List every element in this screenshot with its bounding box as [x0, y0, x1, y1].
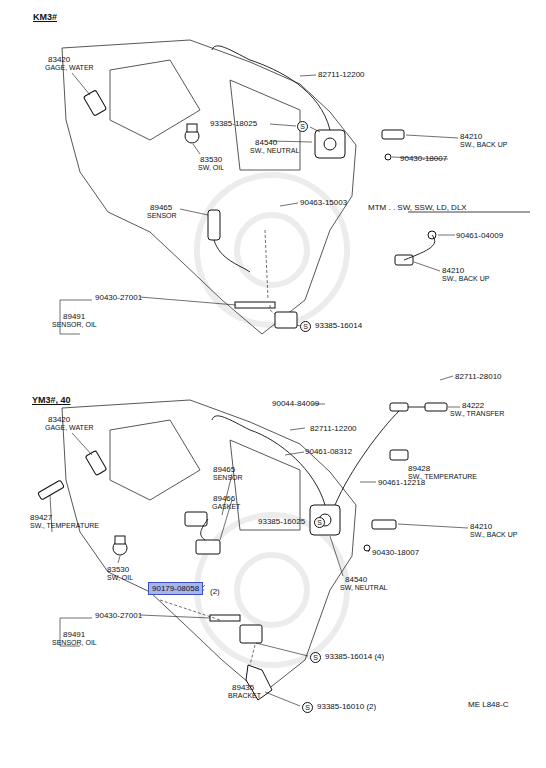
part-name: SENSOR: [147, 212, 177, 220]
part-number: 90430-18007: [400, 154, 447, 163]
part-name: SW., TEMPERATURE: [30, 522, 99, 530]
part-name: GAGE, WATER: [45, 424, 94, 432]
part-name: SW., BACK UP: [442, 275, 489, 283]
engine-outline: [62, 40, 356, 694]
part-number: 83420: [48, 55, 70, 64]
part-number: 84222: [462, 401, 484, 410]
part-number: 82711-12200: [310, 424, 357, 433]
part-number: 90461-12218: [378, 478, 425, 487]
sensor-parts: [38, 90, 447, 700]
grade-note: MTM . . SW, SSW, LD, DLX: [368, 203, 467, 212]
model-heading: YM3#, 40: [32, 396, 71, 405]
part-name: SW, OIL: [107, 574, 133, 582]
part-number: 93385-16010 (2): [317, 702, 376, 711]
part-number: 89427: [30, 513, 52, 522]
symbol-s: S: [300, 321, 311, 332]
part-number: 84210: [460, 132, 482, 141]
part-name: BRACKET: [228, 692, 261, 700]
highlighted-part-number: 90179-08058: [148, 582, 203, 595]
part-number: 90044-84009: [272, 399, 319, 408]
part-number: 84540: [345, 575, 367, 584]
symbol-s: S: [302, 702, 313, 713]
part-number: 83530: [200, 155, 222, 164]
part-name: GASKET: [212, 503, 240, 511]
part-number: 90430-27001: [95, 293, 142, 302]
part-name: SW, NEUTRAL: [340, 584, 387, 592]
part-number: 84540: [255, 138, 277, 147]
part-number: 90430-27001: [95, 611, 142, 620]
part-number: 90461-08312: [305, 447, 352, 456]
part-name: SW., NEUTRAL: [250, 147, 299, 155]
wires: [201, 46, 435, 540]
part-number: 89491: [63, 312, 85, 321]
part-number: 93385-16014 (4): [325, 652, 384, 661]
part-number: 89491: [63, 630, 85, 639]
model-heading: KM3#: [33, 13, 57, 22]
part-name: SENSOR, OIL: [52, 639, 97, 647]
quantity: (2): [210, 587, 220, 596]
part-name: SENSOR: [213, 474, 243, 482]
symbol-s: S: [310, 652, 321, 663]
part-number: 93385-18025: [210, 119, 257, 128]
part-number: 84210: [470, 522, 492, 531]
drawing-code: ME L848-C: [468, 700, 508, 709]
part-name: GAGE, WATER: [45, 64, 94, 72]
part-number: 90463-15003: [300, 198, 347, 207]
symbol-s: S: [314, 517, 325, 528]
part-number: 84210: [442, 266, 464, 275]
part-number: 89465: [213, 465, 235, 474]
part-number: 89428: [408, 464, 430, 473]
part-name: SENSOR, OIL: [52, 321, 97, 329]
watermark: [197, 175, 347, 665]
part-number: 82711-12200: [318, 70, 365, 79]
part-name: SW., TRANSFER: [450, 410, 504, 418]
part-number: 82711-28010: [455, 372, 502, 381]
part-name: SW., BACK UP: [470, 531, 517, 539]
part-number: 89466: [213, 494, 235, 503]
symbol-s: S: [297, 121, 308, 132]
part-name: SW, OIL: [198, 164, 224, 172]
part-number: 90430-18007: [372, 548, 419, 557]
part-number: 93385-16025: [258, 517, 305, 526]
part-number: 83420: [48, 415, 70, 424]
part-number: 89465: [150, 203, 172, 212]
part-number: 89435: [232, 683, 254, 692]
part-name: SW., BACK UP: [460, 141, 507, 149]
part-number: 93385-16014: [315, 321, 362, 330]
leader-lines: [50, 73, 530, 706]
part-number: 90461-04009: [456, 231, 503, 240]
part-number: 83530: [107, 565, 129, 574]
